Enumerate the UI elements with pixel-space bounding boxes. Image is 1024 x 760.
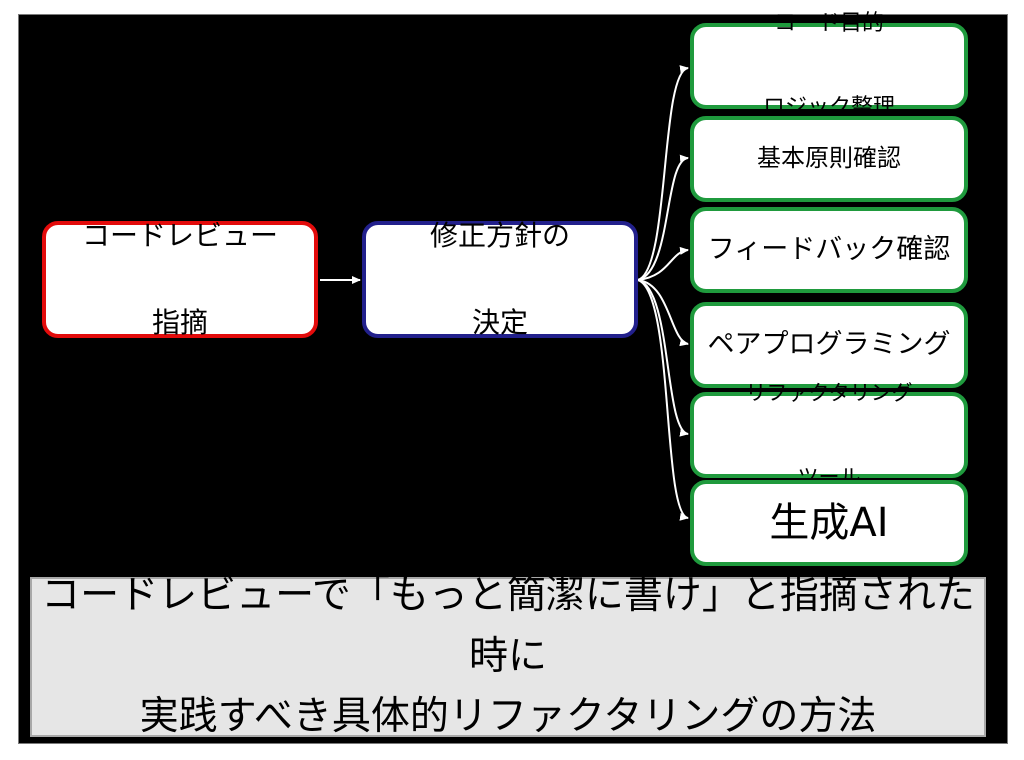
connector-to-outcome-1 <box>637 65 689 281</box>
outcome-node-feedback-check: フィードバック確認 <box>690 207 968 293</box>
node-label: フィードバック確認 <box>707 234 951 266</box>
connector-to-outcome-2 <box>637 154 689 281</box>
outcome-node-generative-ai: 生成AI <box>690 480 968 566</box>
outcome-node-basic-principles: 基本原則確認 <box>690 116 968 202</box>
connector-to-outcome-4 <box>637 279 689 347</box>
node-label-line-2: ロジック整理 <box>762 94 895 120</box>
node-label-line-1: コードレビュー <box>81 219 278 253</box>
caption-line-1: コードレビューで「もっと簡潔に書け」と指摘された時に <box>41 573 975 679</box>
node-label-line-1: リファクタリング <box>745 381 913 405</box>
node-label-line-1: コード目的 <box>773 11 884 37</box>
node-label-line-2: 指摘 <box>151 306 208 340</box>
code-review-feedback-node: コードレビュー 指摘 <box>42 219 318 339</box>
fix-policy-decision-node: 修正方針の 決定 <box>362 219 638 339</box>
caption-line-2: 実践すべき具体的リファクタリングの方法 <box>139 694 877 740</box>
node-label: ペアプログラミング <box>707 329 951 361</box>
outcome-node-refactoring-tools: リファクタリング ツール <box>690 381 968 489</box>
connector-to-outcome-6 <box>637 279 689 521</box>
node-label-line-1: 修正方針の <box>429 219 570 253</box>
node-label-line-2: 決定 <box>471 306 528 340</box>
node-label: 生成AI <box>769 500 889 546</box>
connector-to-outcome-3 <box>637 246 689 281</box>
caption-banner: コードレビューで「もっと簡潔に書け」と指摘された時に 実践すべき具体的リファクタ… <box>30 573 986 739</box>
outcome-node-code-purpose: コード目的 ロジック整理 <box>690 11 968 120</box>
node-label: 基本原則確認 <box>757 144 901 173</box>
connector-to-outcome-5 <box>637 279 689 437</box>
outcome-node-pair-programming: ペアプログラミング <box>690 302 968 388</box>
